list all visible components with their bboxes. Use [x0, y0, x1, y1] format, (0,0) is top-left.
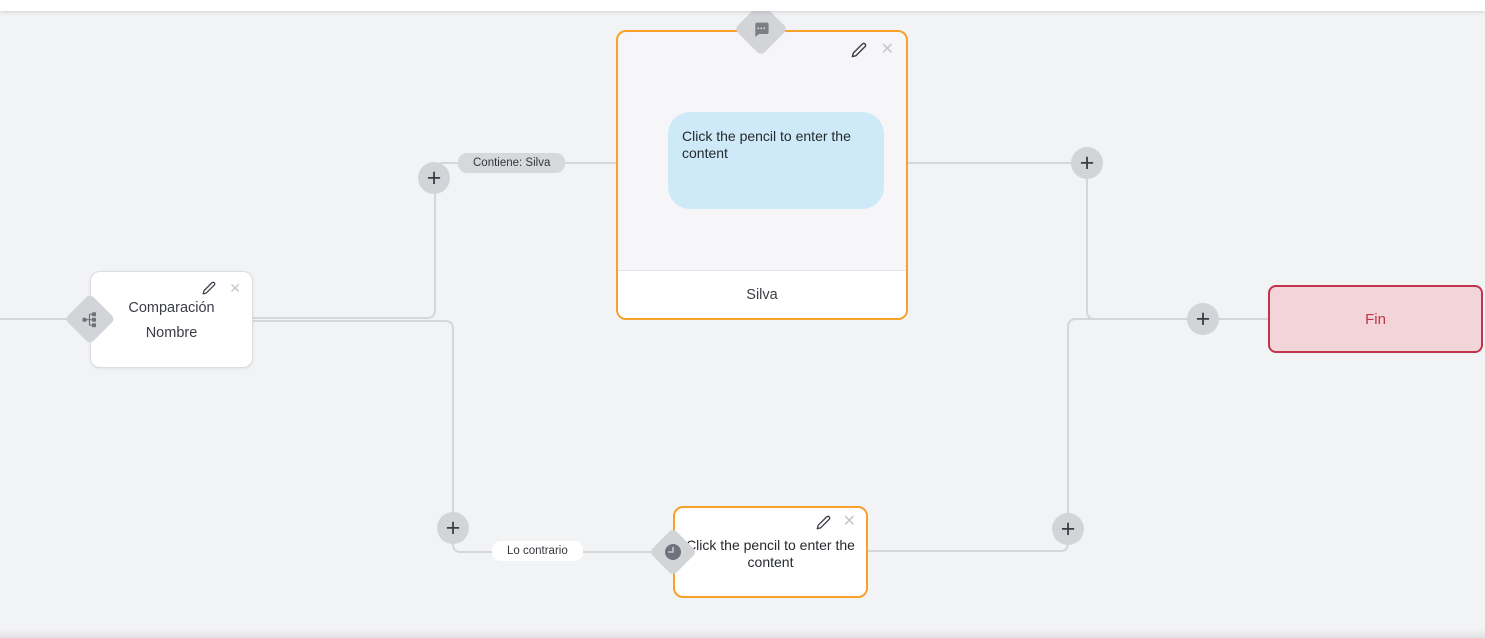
pencil-icon	[851, 42, 866, 58]
clock-icon	[665, 544, 681, 560]
condition-port-badge	[64, 293, 116, 345]
pencil-icon	[202, 281, 216, 295]
message-footer-label: Silva	[618, 270, 906, 318]
edge-label-otherwise: Lo contrario	[492, 541, 583, 561]
edit-wait-button[interactable]	[816, 515, 831, 530]
wait-port-badge	[648, 527, 698, 577]
connector-condition-to-wait	[253, 320, 652, 553]
toolbar-bottom-edge	[0, 0, 1485, 11]
add-node-button-bottom-branch[interactable]: +	[437, 512, 469, 544]
add-node-button-after-message[interactable]: +	[1071, 147, 1103, 179]
connector-wait-to-end	[868, 318, 1268, 552]
wait-node[interactable]: ✕ Click the pencil to enter the content	[648, 506, 868, 598]
end-node-label: Fin	[1365, 310, 1386, 328]
condition-node[interactable]: ✕ Comparación Nombre	[64, 271, 253, 368]
pencil-icon	[816, 515, 830, 529]
delete-message-button[interactable]: ✕	[880, 41, 894, 58]
message-type-badge	[734, 2, 788, 56]
edit-condition-button[interactable]	[202, 281, 216, 295]
wait-node-placeholder: Click the pencil to enter the content	[686, 537, 855, 570]
message-bubble-preview: Click the pencil to enter the content	[668, 112, 884, 209]
end-node[interactable]: Fin	[1268, 285, 1483, 353]
condition-title: Comparación	[128, 300, 215, 316]
bottom-edge-shadow	[0, 629, 1485, 638]
condition-node-text: Comparación Nombre	[91, 296, 252, 346]
add-node-button-after-wait[interactable]: +	[1052, 513, 1084, 545]
message-node[interactable]: ✕ Click the pencil to enter the content …	[616, 2, 908, 320]
condition-subtitle: Nombre	[145, 325, 198, 341]
chat-bubble-icon	[755, 21, 769, 37]
add-node-button-before-end[interactable]: +	[1187, 303, 1219, 335]
delete-condition-button[interactable]: ✕	[229, 280, 241, 296]
branch-icon	[82, 311, 96, 327]
add-node-button-top-branch[interactable]: +	[418, 162, 450, 194]
delete-wait-button[interactable]: ✕	[842, 513, 856, 530]
edge-label-contains: Contiene: Silva	[458, 153, 566, 173]
edit-message-button[interactable]	[851, 42, 867, 58]
connector-message-to-end	[908, 162, 1268, 320]
